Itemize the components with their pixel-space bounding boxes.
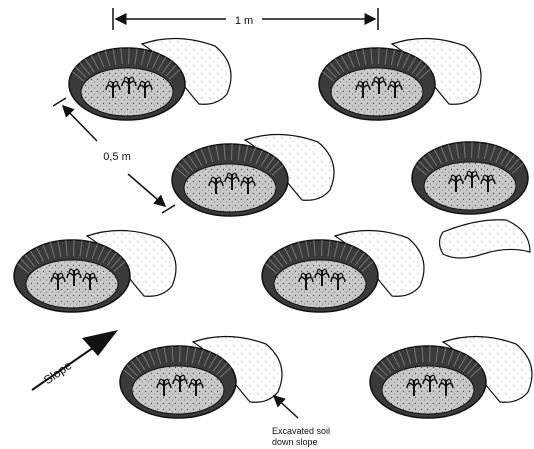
pits-layer — [14, 38, 532, 418]
label-excavated-line1: Excavated soil — [272, 426, 330, 436]
excavated-soil-callout: Excavated soil down slope — [272, 396, 330, 447]
label-slope: Slope — [41, 358, 74, 387]
pit-floor — [132, 366, 224, 414]
label-0-5m: 0,5 m — [103, 151, 131, 163]
pit-floor — [424, 162, 516, 210]
soil-mound — [440, 220, 531, 258]
label-1m: 1 m — [235, 15, 253, 27]
planting-pit — [120, 336, 282, 418]
pit-floor — [274, 260, 366, 308]
pit-floor — [184, 164, 276, 212]
dimension-1m: 1 m — [113, 8, 378, 30]
planting-pit — [370, 336, 532, 418]
planting-pit — [412, 142, 528, 214]
planting-pit — [14, 230, 176, 312]
planting-pit — [69, 38, 231, 120]
pit-floor — [26, 260, 118, 308]
planting-pit — [172, 134, 334, 216]
label-excavated-line2: down slope — [272, 437, 318, 447]
pit-floor — [81, 68, 173, 116]
planting-pit — [440, 220, 531, 258]
slope-arrow: Slope — [32, 330, 118, 390]
pit-floor — [331, 68, 423, 116]
pit-floor — [382, 366, 474, 414]
planting-pit — [262, 230, 424, 312]
planting-pit — [319, 38, 481, 120]
